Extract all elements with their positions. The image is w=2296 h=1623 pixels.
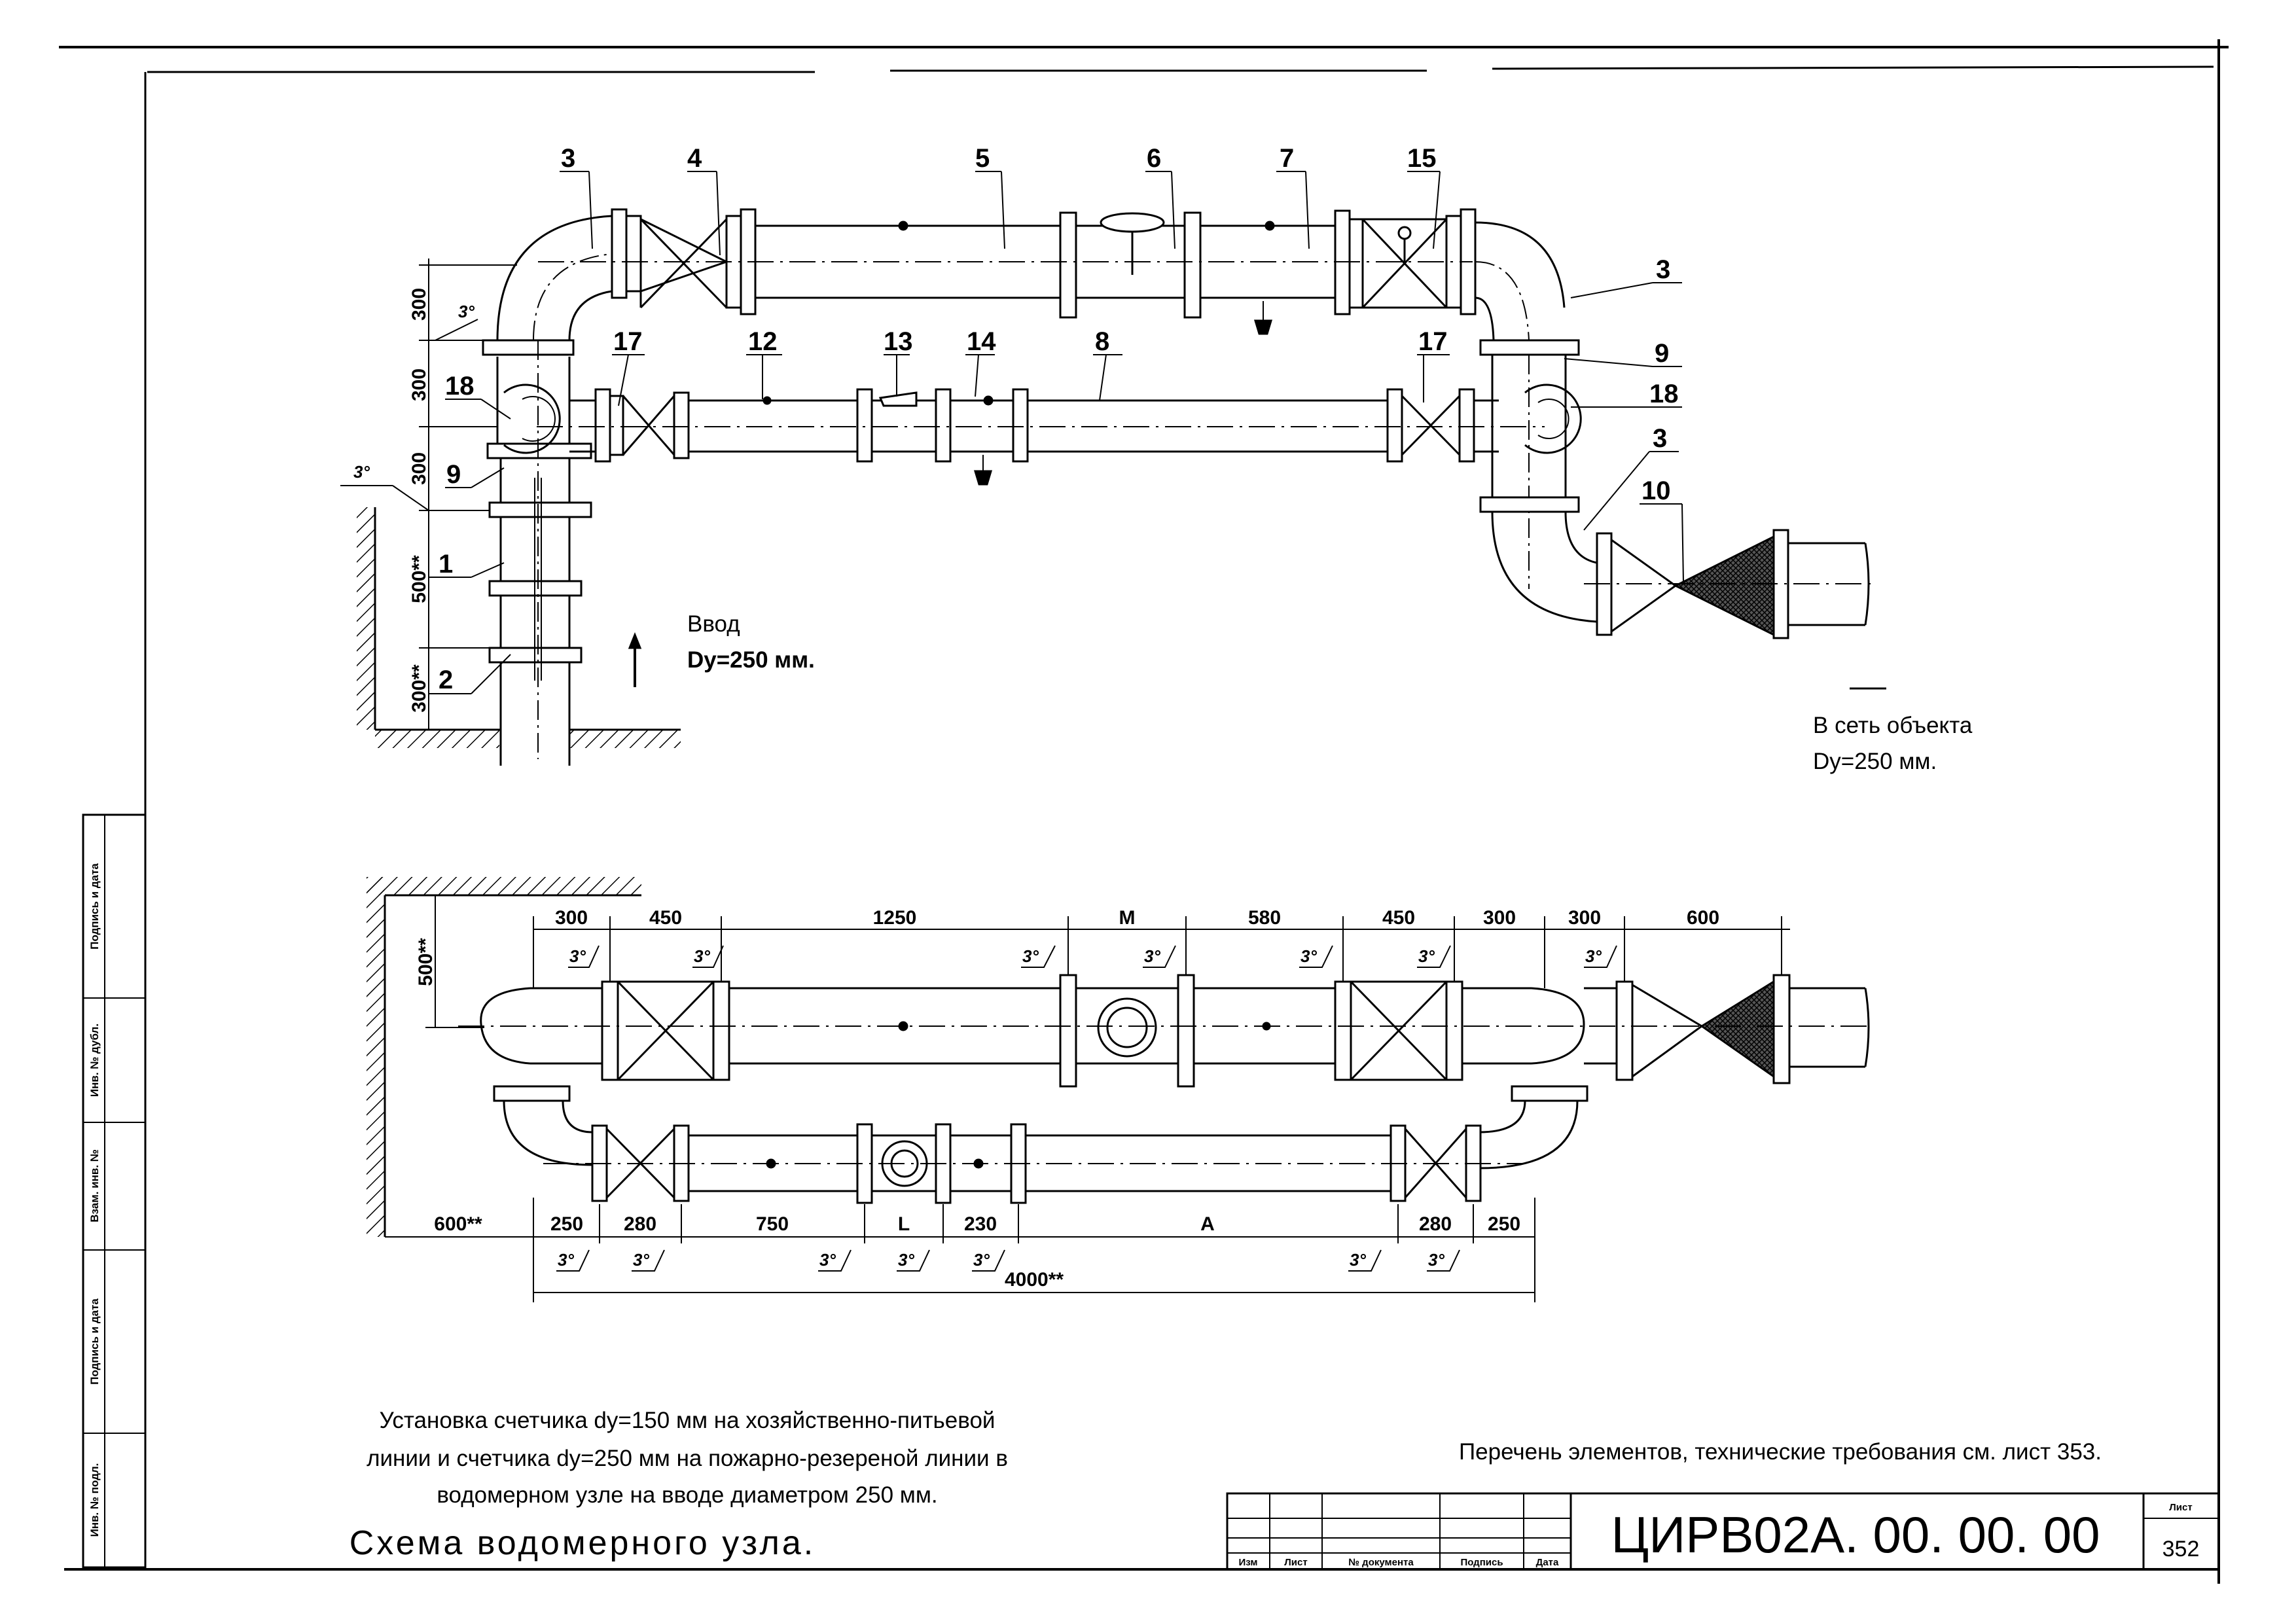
vdim-300-3: 300	[408, 452, 430, 485]
notes: Установка счетчика dy=150 мм на хозяйств…	[350, 1408, 2102, 1562]
dim-bottom-600-wall: 600**	[434, 1213, 482, 1235]
callout-3-top-left: 3	[561, 144, 575, 173]
stamp-signature-date-2: Подпись и дата	[88, 1298, 101, 1385]
angle-mark-b7: 3°	[1428, 1250, 1444, 1270]
description-line-1: Установка счетчика dy=150 мм на хозяйств…	[380, 1408, 996, 1433]
dim-bottom-280-b: 280	[1419, 1213, 1452, 1235]
tb-col-change: Изм	[1239, 1557, 1258, 1568]
callout-8: 8	[1095, 327, 1109, 356]
callout-2: 2	[439, 666, 453, 694]
callout-18-left: 18	[445, 372, 475, 401]
title-block-texts: Изм Лист № документа Подпись Дата ЦИРВ02…	[1239, 1502, 2200, 1568]
callout-9-left: 9	[446, 460, 461, 489]
outlet-title: В сеть объекта	[1813, 713, 1973, 738]
angle-mark-b6: 3°	[1350, 1250, 1366, 1270]
description-line-2: линии и счетчика dy=250 мм на пожарно-ре…	[367, 1446, 1008, 1471]
dim-bottom-250-b: 250	[1488, 1213, 1520, 1235]
angle-mark-b2: 3°	[633, 1250, 649, 1270]
angle-mark-t3: 3°	[1022, 946, 1039, 966]
vdim-300-2: 300	[408, 368, 430, 401]
dim-bottom-230: 230	[964, 1213, 997, 1235]
dim-top-1250: 1250	[873, 907, 917, 929]
callout-7: 7	[1280, 144, 1294, 173]
angle-mark-b3: 3°	[819, 1250, 836, 1270]
dim-top-450-a: 450	[649, 907, 682, 929]
angle-mark-t2: 3°	[694, 946, 710, 966]
callout-1: 1	[439, 550, 453, 579]
outlet-diameter: Dy=250 мм.	[1813, 749, 1937, 774]
callout-10: 10	[1641, 476, 1671, 505]
angle-mark-upper-2: 3°	[353, 462, 370, 482]
stamp-original-inv: Инв. № подл.	[88, 1463, 101, 1537]
callout-3-right: 3	[1656, 255, 1670, 284]
stamp-dupl-inv: Инв. № дубл.	[88, 1024, 101, 1097]
tb-col-signature: Подпись	[1460, 1557, 1503, 1568]
callout-17-right: 17	[1418, 327, 1448, 356]
dim-bottom-a: A	[1200, 1213, 1215, 1235]
sheet-label: Лист	[2169, 1502, 2192, 1513]
callout-13: 13	[884, 327, 913, 356]
side-stamp: Подпись и дата Инв. № дубл. Взам. инв. №…	[82, 813, 147, 1569]
callout-17-left: 17	[613, 327, 643, 356]
dim-top-300-a: 300	[555, 907, 588, 929]
angle-mark-t1: 3°	[569, 946, 586, 966]
lower-scheme	[367, 877, 1872, 1302]
stamp-signature-date-1: Подпись и дата	[88, 863, 101, 950]
callouts	[429, 171, 1684, 694]
callout-4: 4	[687, 144, 702, 173]
dim-top-300-b: 300	[1483, 907, 1516, 929]
reference-note: Перечень элементов, технические требован…	[1459, 1439, 2102, 1465]
dim-top-m: M	[1119, 907, 1136, 929]
tb-col-document: № документа	[1348, 1557, 1414, 1568]
callout-15: 15	[1407, 144, 1437, 173]
angle-mark-b1: 3°	[558, 1250, 574, 1270]
upper-scheme	[340, 208, 1886, 766]
vdim-500: 500**	[408, 555, 430, 603]
angle-mark-t5: 3°	[1300, 946, 1317, 966]
tb-col-date: Дата	[1536, 1557, 1559, 1568]
tb-col-sheet: Лист	[1284, 1557, 1307, 1568]
angle-mark-t4: 3°	[1144, 946, 1160, 966]
vdim-300-1: 300	[408, 288, 430, 321]
callout-14: 14	[967, 327, 996, 356]
vdim-300-bottom: 300**	[408, 664, 430, 713]
angle-mark-b5: 3°	[973, 1250, 990, 1270]
callout-12: 12	[748, 327, 778, 356]
callout-6: 6	[1147, 144, 1161, 173]
dim-top-580: 580	[1248, 907, 1281, 929]
dim-wall-offset-500: 500**	[415, 938, 437, 986]
callout-5: 5	[975, 144, 990, 173]
dim-bottom-750: 750	[756, 1213, 789, 1235]
dim-top-600: 600	[1687, 907, 1719, 929]
description-line-3: водомерном узле на вводе диаметром 250 м…	[437, 1482, 937, 1508]
plan-dimension-texts: 300 450 1250 M 580 450 300 300 600 600**…	[415, 907, 1719, 1291]
callout-9-right: 9	[1655, 339, 1669, 368]
angle-mark-t6: 3°	[1418, 946, 1435, 966]
callout-texts: 3 4 5 6 7 15 3 9 18 3 10 17 12 13 14 8 1…	[353, 144, 1973, 774]
dim-total-4000: 4000**	[1005, 1269, 1064, 1291]
sheet-number: 352	[2162, 1537, 2200, 1561]
frame	[59, 39, 2229, 1584]
inlet-diameter: Dy=250 мм.	[687, 647, 815, 673]
callout-18-right: 18	[1649, 380, 1679, 408]
dim-bottom-l: L	[898, 1213, 910, 1235]
inlet-title: Ввод	[687, 611, 740, 637]
angle-mark-b4: 3°	[898, 1250, 914, 1270]
title-block	[1226, 1492, 2220, 1571]
dim-top-450-b: 450	[1382, 907, 1415, 929]
stamp-replace-inv: Взам. инв. №	[88, 1149, 101, 1222]
dim-bottom-280-a: 280	[624, 1213, 656, 1235]
angle-mark-t7: 3°	[1585, 946, 1602, 966]
dim-bottom-250-a: 250	[550, 1213, 583, 1235]
drawing-title: Схема водомерного узла.	[350, 1524, 816, 1562]
document-code: ЦИРВ02А. 00. 00. 00	[1611, 1506, 2100, 1563]
dim-top-300-c: 300	[1568, 907, 1601, 929]
callout-3-lower-right: 3	[1653, 424, 1667, 453]
angle-mark-upper-1: 3°	[458, 302, 475, 321]
